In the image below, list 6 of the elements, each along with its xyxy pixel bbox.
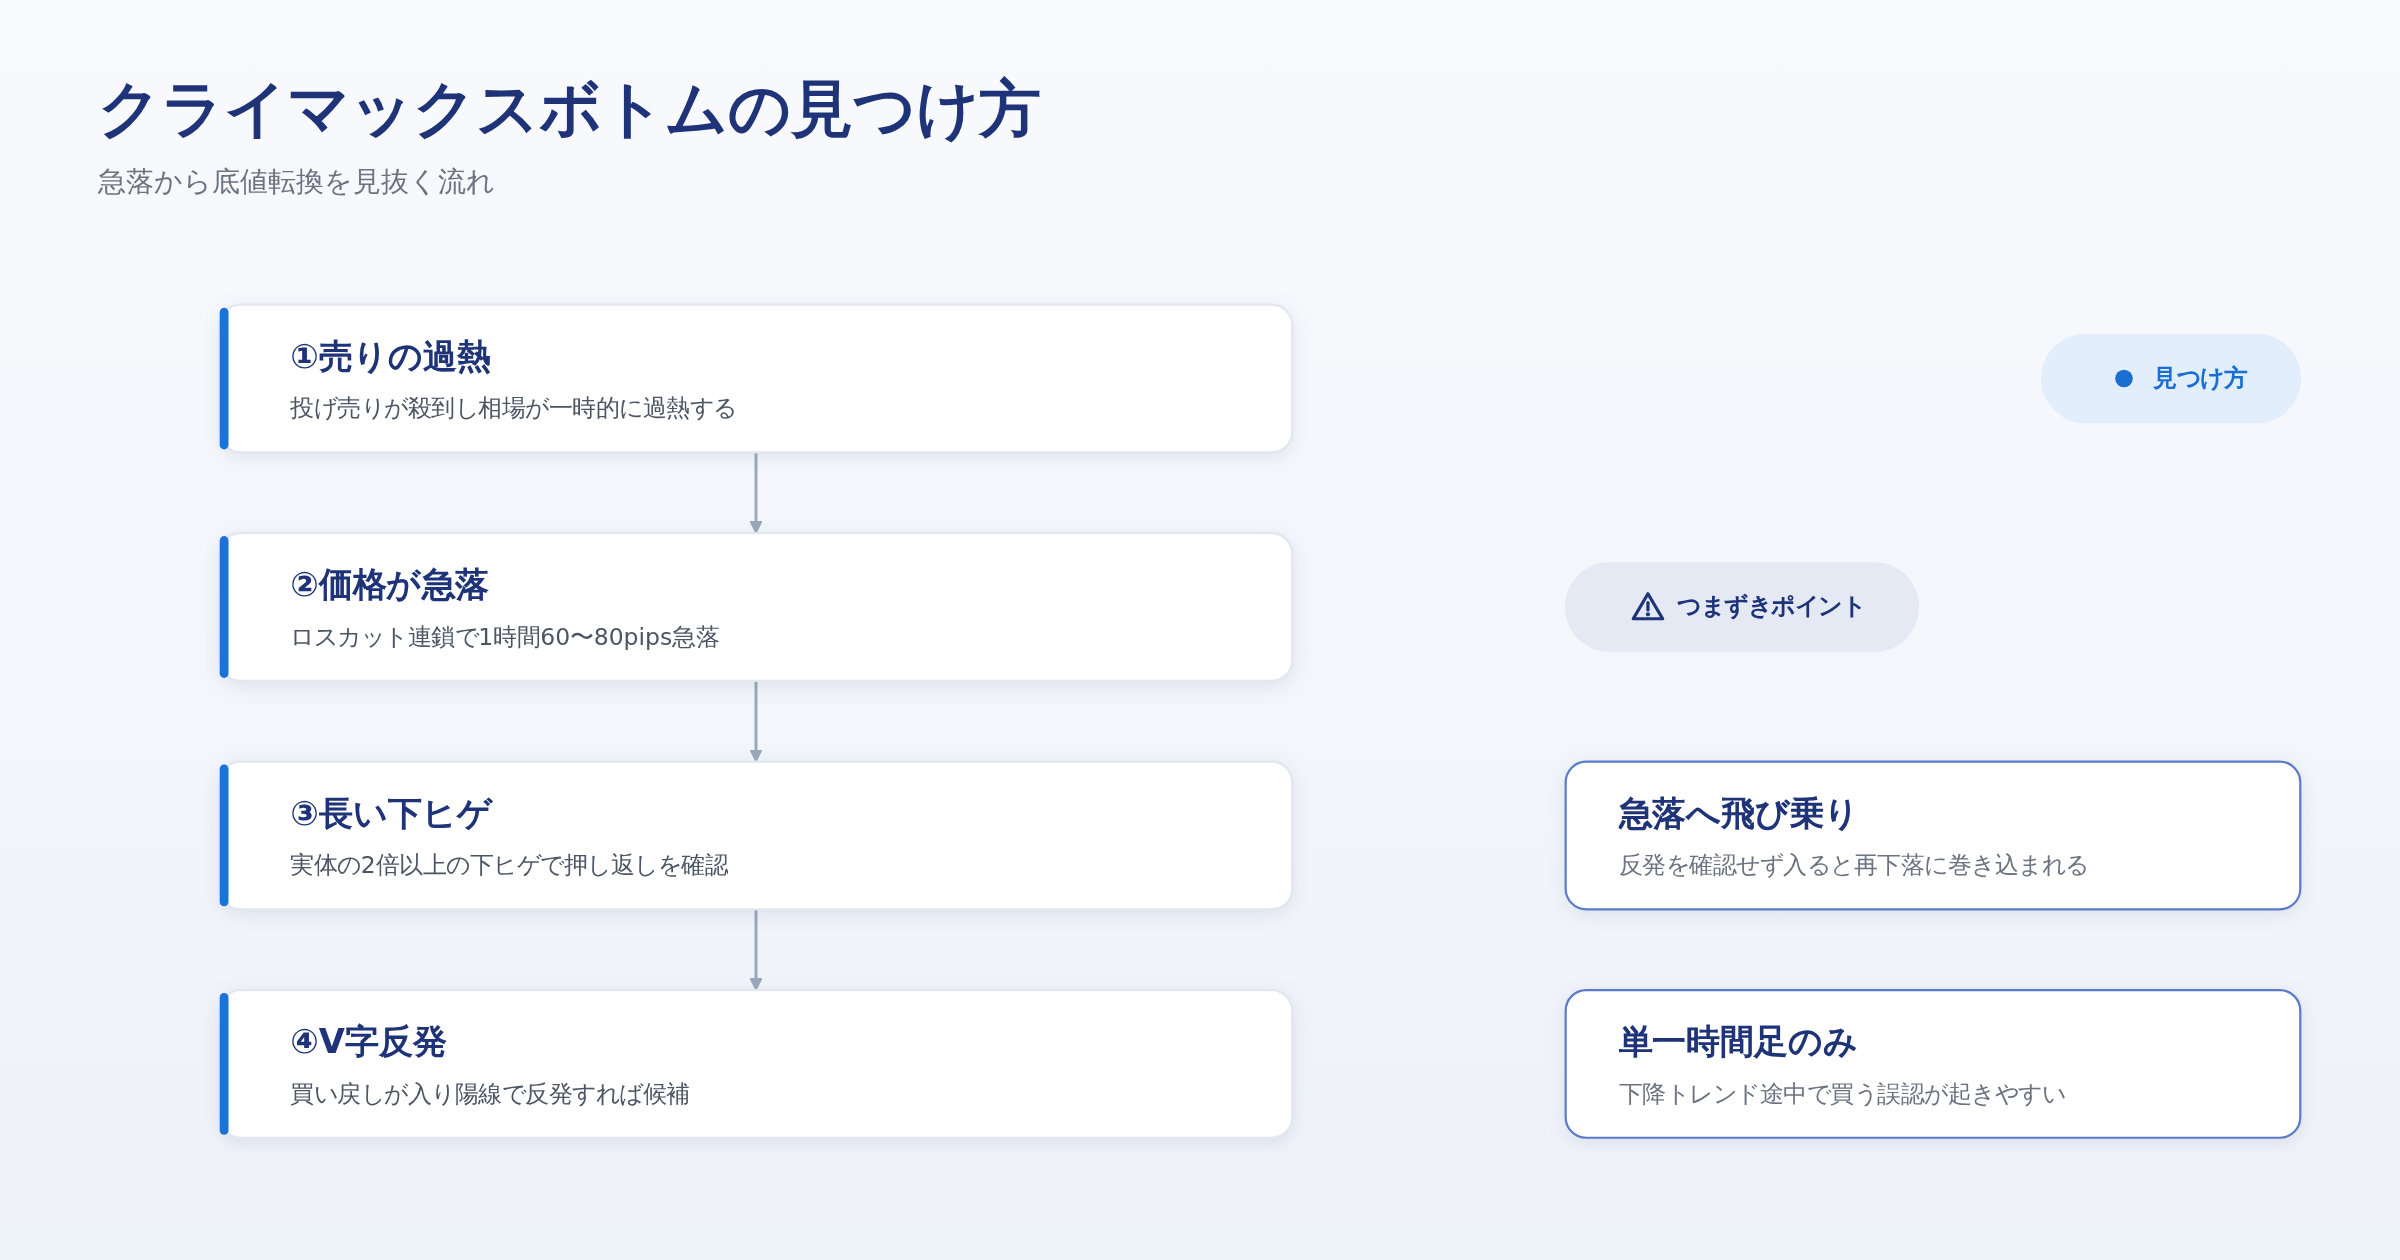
arrow: [749, 452, 763, 534]
node-box: 急落へ飛び乗り 反発を確認せず入ると再下落に巻き込まれる: [1564, 760, 2302, 911]
title: クライマックスボトムの見つけ方: [98, 72, 1041, 147]
node-box: 単一時間足のみ 下降トレンド途中で買う誤認が起きやすい: [1564, 989, 2302, 1139]
arrow: [749, 909, 763, 991]
subtitle: 急落から底値転換を見抜く流れ: [98, 164, 495, 200]
